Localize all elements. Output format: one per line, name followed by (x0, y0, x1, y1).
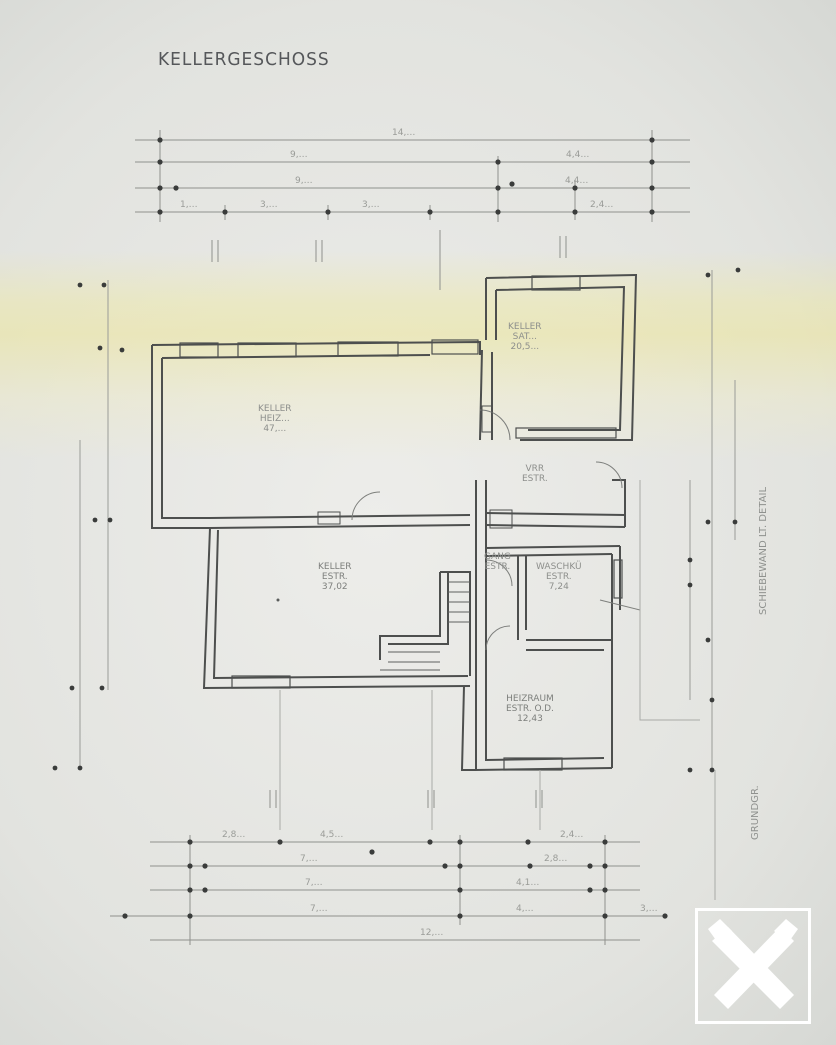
dim-bottom-row2-b: 2,8… (544, 854, 568, 864)
dimension-lines-sides (79, 270, 736, 770)
dim-top-row4-b: 3,… (260, 200, 278, 210)
fixtures (276, 405, 513, 602)
dimension-ticks-top (157, 137, 655, 215)
section-markers (211, 230, 567, 808)
dim-bottom-row1-b: 4,5… (320, 830, 344, 840)
note-schiebewand: SCHIEBEWAND LT. DETAIL (758, 486, 769, 615)
construction-lines (279, 480, 716, 900)
dimension-lines-bottom (110, 835, 665, 945)
doors (351, 409, 641, 651)
note-grundgr: GRUNDGR. (750, 785, 761, 840)
dim-top-row4-a: 1,… (180, 200, 198, 210)
dim-top-row4-d: 2,4… (590, 200, 614, 210)
raiffeisen-gable-cross-icon (695, 908, 811, 1024)
dim-top-row3-a: 9,… (295, 176, 313, 186)
dim-bottom-row4-c: 3,… (640, 904, 658, 914)
dim-bottom-total: 12,… (420, 928, 444, 938)
plan-title: KELLERGESCHOSS (158, 49, 330, 71)
dim-bottom-row4-b: 4,… (516, 904, 534, 914)
dim-bottom-row3-b: 4,1… (516, 878, 540, 888)
windows (179, 275, 623, 771)
dim-bottom-row1-a: 2,8… (222, 830, 246, 840)
stair-treads (380, 581, 470, 671)
dim-bottom-row2-a: 7,… (300, 854, 318, 864)
dim-top-row3-b: 4,4… (565, 176, 589, 186)
dim-bottom-row4-a: 7,… (310, 904, 328, 914)
dim-top-row4-c: 3,… (362, 200, 380, 210)
dimension-ticks-bottom (122, 839, 668, 919)
dim-top-total: 14,… (392, 128, 416, 138)
dim-top-row2-a: 9,… (290, 150, 308, 160)
dim-bottom-row1-c: 2,4… (560, 830, 584, 840)
dimension-ticks-sides (52, 267, 741, 773)
walls (151, 273, 638, 772)
dim-top-row2-b: 4,4… (566, 150, 590, 160)
dim-bottom-row3-a: 7,… (305, 878, 323, 888)
